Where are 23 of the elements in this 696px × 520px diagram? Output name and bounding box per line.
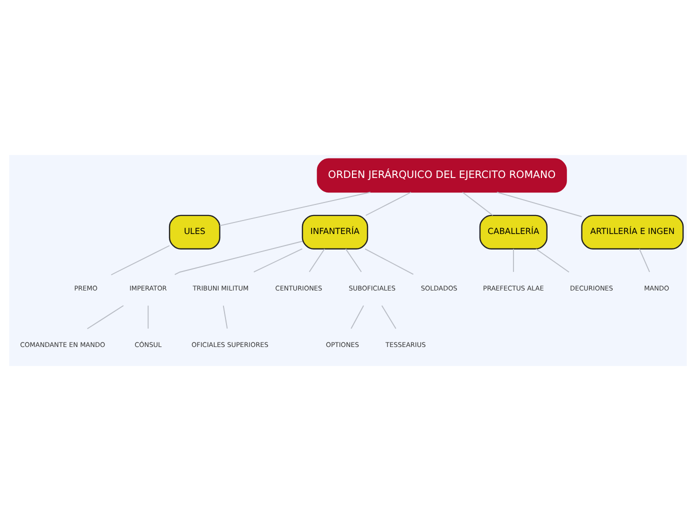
node-box: INFANTERÍA	[302, 214, 368, 249]
connector	[345, 248, 362, 272]
connector	[86, 304, 124, 329]
connector	[638, 248, 650, 272]
connector	[219, 191, 371, 226]
connector	[381, 304, 396, 329]
connector	[148, 304, 149, 329]
connector	[496, 191, 582, 217]
connector	[174, 240, 303, 275]
connector	[513, 248, 514, 272]
connector	[110, 244, 170, 275]
connector	[350, 304, 364, 329]
connector	[364, 248, 414, 274]
connector	[365, 191, 412, 216]
node-box: CABALLERÍA	[479, 214, 548, 249]
node-box: ARTILLERÍA E INGEN	[581, 214, 684, 249]
node-box: ORDEN JERÁRQUICO DEL EJERCITO ROMANO	[316, 158, 567, 192]
connector	[536, 248, 570, 272]
node-box: ULES	[168, 214, 220, 249]
connector	[308, 248, 325, 272]
connector	[222, 304, 228, 329]
connector	[462, 191, 494, 216]
connector	[253, 248, 303, 272]
